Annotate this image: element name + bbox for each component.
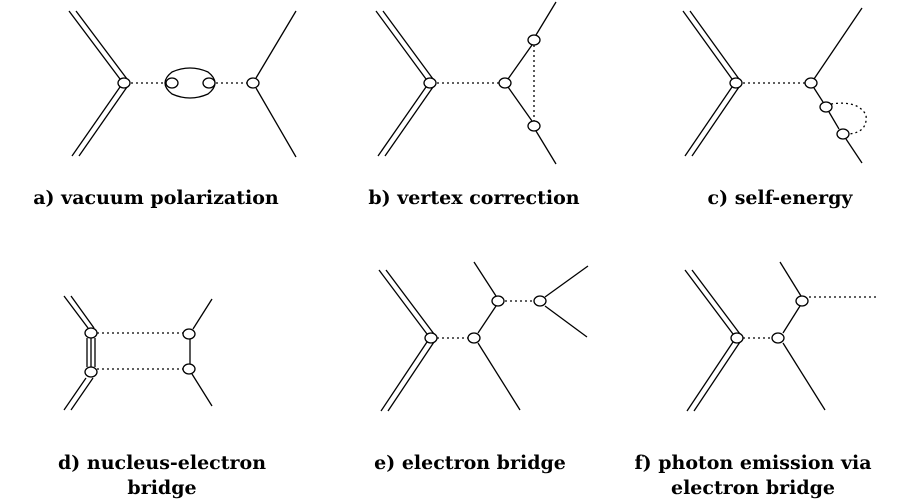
- electron-loop: [165, 68, 215, 98]
- electron-line: [783, 306, 800, 333]
- electron-line: [814, 88, 823, 102]
- caption-line: f) photon emission via: [634, 452, 872, 474]
- vertex: [247, 78, 259, 88]
- electron-line: [508, 87, 532, 121]
- electron-line: [545, 306, 587, 337]
- vertex: [183, 364, 195, 374]
- vertex: [528, 121, 540, 131]
- vertex: [805, 78, 817, 88]
- diagram-vacuum-polarization: [69, 11, 296, 157]
- diagram-self-energy: [683, 8, 866, 163]
- caption-line: d) nucleus-electron: [57, 452, 267, 474]
- electron-line: [474, 262, 496, 296]
- vertex: [492, 296, 504, 306]
- vertex: [468, 333, 480, 343]
- caption-line: b) vertex correction: [368, 187, 580, 209]
- electron-line: [783, 343, 825, 410]
- caption-electron-bridge: e) electron bridge: [345, 451, 595, 476]
- electron-line: [256, 11, 296, 78]
- electron-line: [193, 299, 212, 329]
- electron-line: [478, 306, 496, 333]
- nucleus-line: [69, 11, 127, 156]
- vertex: [730, 78, 742, 88]
- vertex: [183, 329, 195, 339]
- vertex: [820, 102, 832, 112]
- caption-line: a) vacuum polarization: [33, 187, 279, 209]
- electron-line: [536, 2, 556, 35]
- vertex: [203, 78, 215, 88]
- caption-vacuum-polarization: a) vacuum polarization: [2, 186, 310, 211]
- vertex: [534, 296, 546, 306]
- caption-self-energy: c) self-energy: [680, 186, 880, 211]
- caption-line: electron bridge: [670, 477, 836, 499]
- electron-line: [814, 8, 862, 79]
- caption-line: c) self-energy: [707, 187, 853, 209]
- nucleus-line: [64, 296, 95, 410]
- vertex: [772, 333, 784, 343]
- electron-line: [192, 374, 212, 406]
- nucleus-line: [685, 270, 740, 411]
- diagram-nucleus-electron-bridge: [64, 296, 212, 410]
- nucleus-line: [683, 11, 739, 156]
- vertex: [796, 296, 808, 306]
- electron-line: [829, 112, 839, 129]
- vertex: [424, 78, 436, 88]
- caption-nucleus-electron-bridge: d) nucleus-electron bridge: [12, 451, 312, 501]
- vertex: [528, 35, 540, 45]
- electron-line: [508, 45, 532, 79]
- diagram-photon-emission-via-electron-bridge: [685, 262, 876, 411]
- vertex: [166, 78, 178, 88]
- electron-line: [256, 88, 296, 157]
- vertex: [85, 328, 97, 338]
- diagram-electron-bridge: [379, 262, 588, 411]
- caption-photon-emission-via-electron-bridge: f) photon emission via electron bridge: [606, 451, 900, 501]
- electron-line: [545, 266, 588, 297]
- nucleus-line: [376, 11, 433, 156]
- caption-line: bridge: [127, 477, 197, 499]
- photon-loop: [831, 103, 866, 134]
- vertex: [85, 367, 97, 377]
- vertex: [499, 78, 511, 88]
- vertex: [118, 78, 130, 88]
- nucleus-line: [379, 270, 434, 411]
- caption-line: e) electron bridge: [374, 452, 566, 474]
- diagram-vertex-correction: [376, 2, 556, 164]
- vertex: [425, 333, 437, 343]
- electron-line: [478, 343, 520, 410]
- caption-vertex-correction: b) vertex correction: [340, 186, 608, 211]
- vertex: [837, 129, 849, 139]
- electron-line: [536, 131, 556, 164]
- vertex: [731, 333, 743, 343]
- electron-line: [780, 262, 801, 296]
- electron-line: [846, 139, 862, 163]
